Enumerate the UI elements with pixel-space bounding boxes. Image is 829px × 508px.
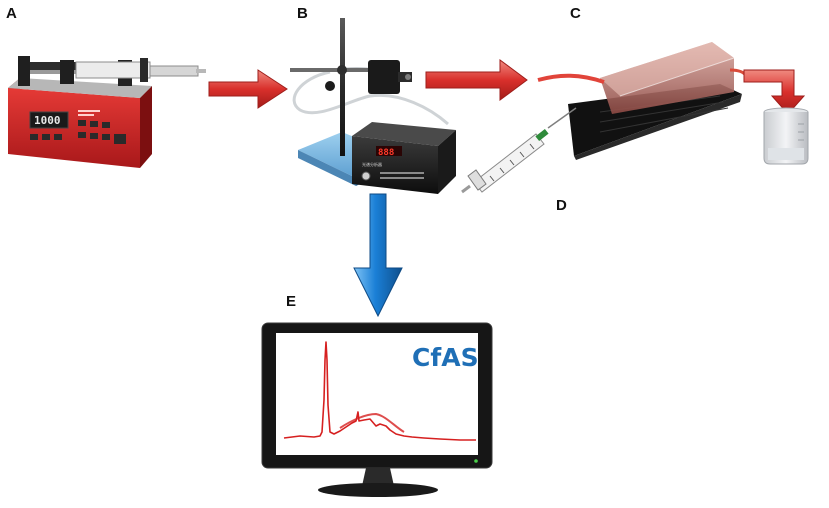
monitor: CfAS [261,322,493,497]
panel-label-c: C [570,5,581,22]
panel-label-e: E [286,293,296,310]
meter-caption: 光谱分析器 [362,161,382,167]
syringe-needle [547,107,577,129]
inlet-tube [537,73,605,84]
injection-syringe [461,107,577,194]
monitor-brand-text: CfAS [412,343,479,372]
pump-display: 1000 [34,114,61,127]
meter-display: 888 [378,148,394,158]
detector-head [368,60,400,94]
monitor-screen [276,333,478,455]
beaker [763,107,809,165]
readout-box [352,136,438,194]
spectrometer-setup: 888 光谱分析器 [290,18,456,194]
stand-rod [340,18,345,156]
flow-cell [537,42,748,160]
panel-label-d: D [556,197,567,214]
optical-fiber [292,70,449,126]
flow-arrow-to-beaker [743,69,806,115]
flow-arrow-a-to-b [208,69,288,109]
signal-arrow-b-to-e [353,193,403,318]
power-led [474,459,478,463]
spectrum-trace [283,341,476,441]
syringe-pump: 1000 [8,56,206,168]
panel-label-b: B [297,5,308,22]
panel-label-a: A [6,5,17,22]
flow-arrow-b-to-c [425,59,528,101]
